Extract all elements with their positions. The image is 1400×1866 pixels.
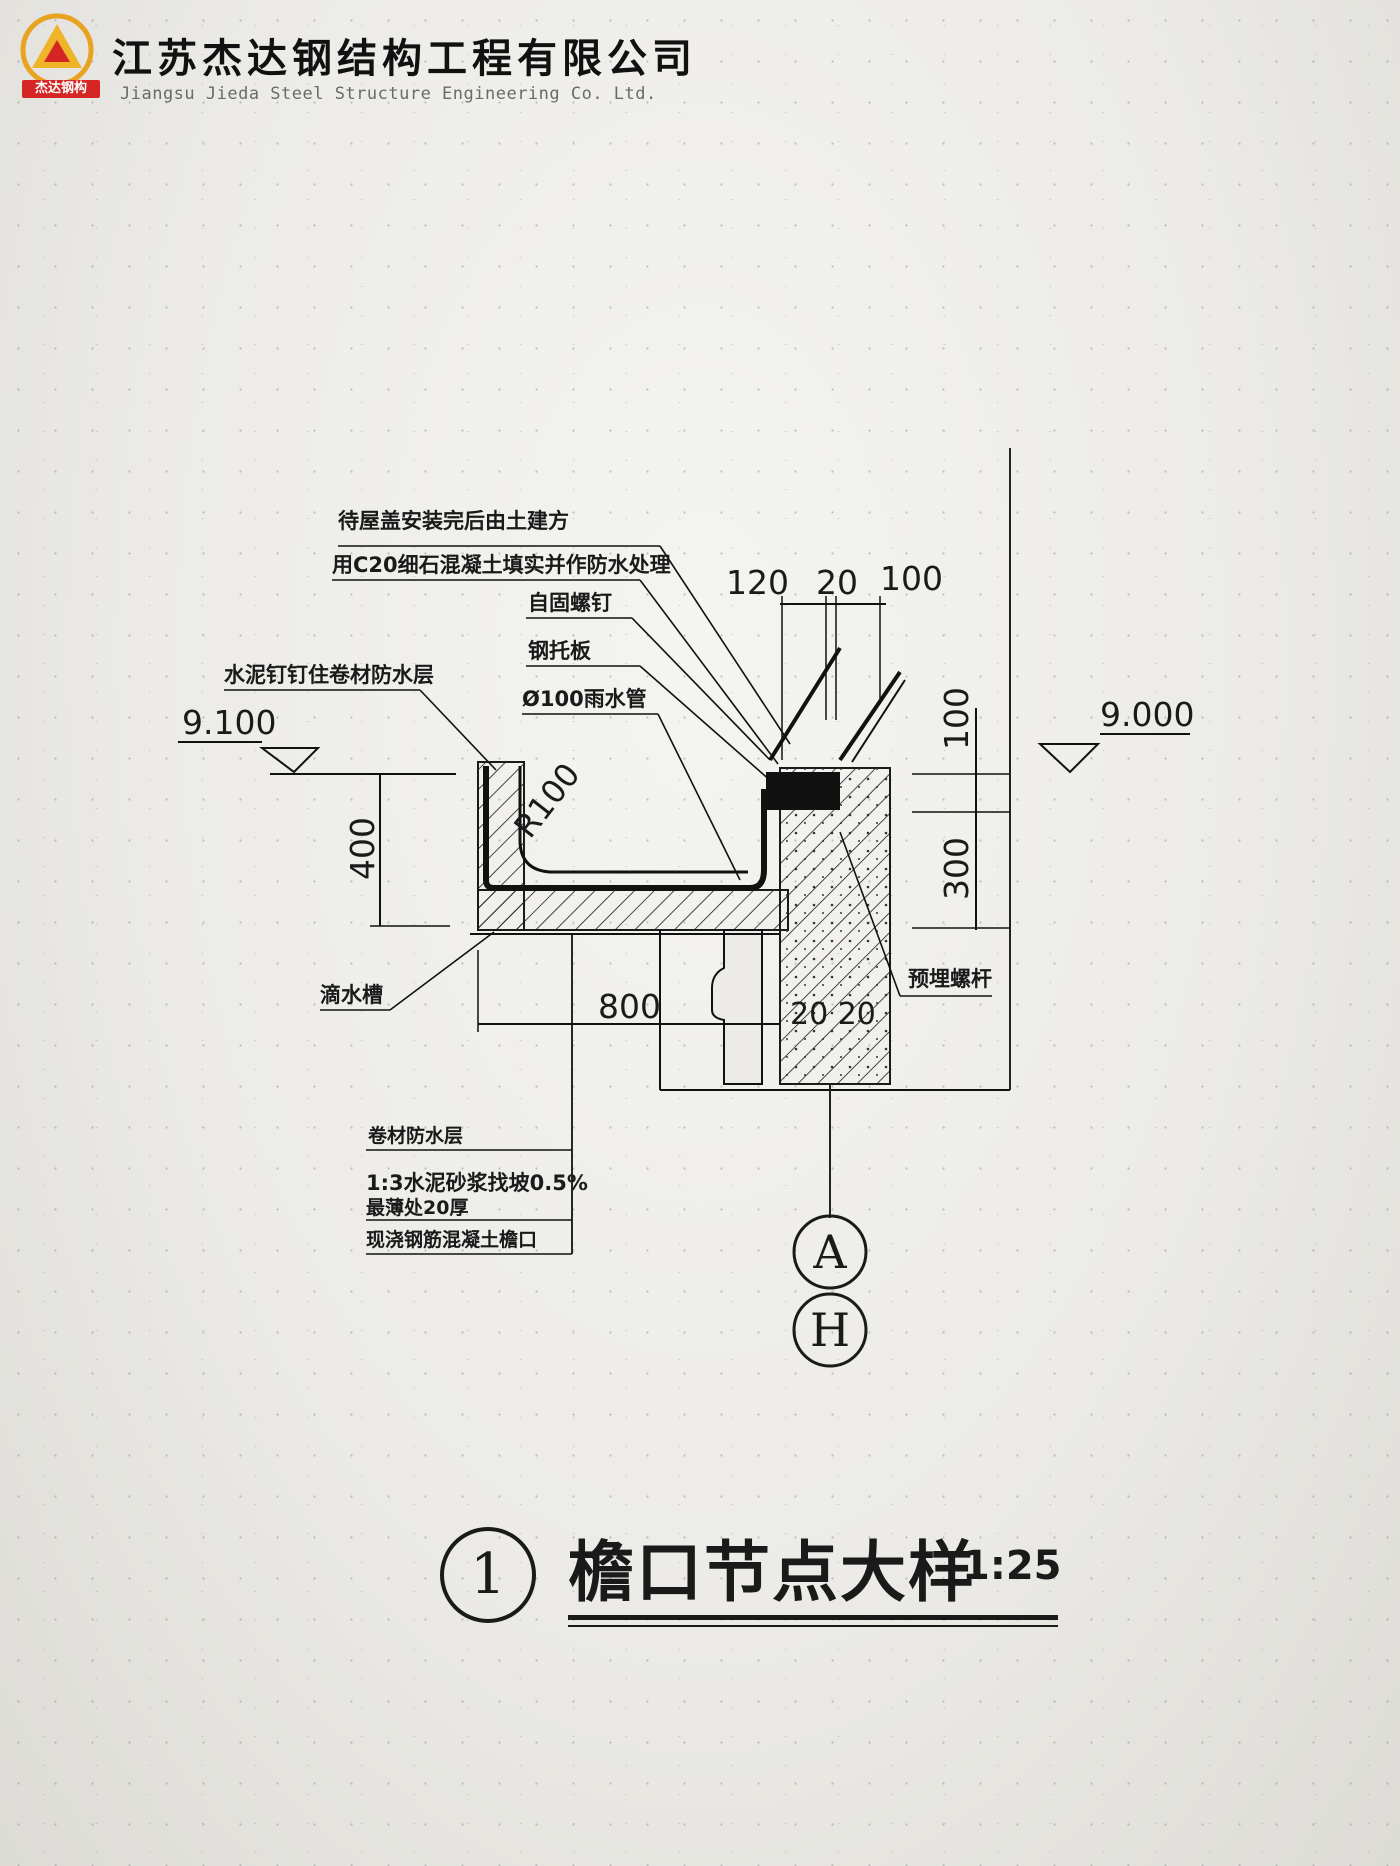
axis-bubble-a: A	[792, 1214, 868, 1290]
leader-anchor-bolt	[839, 831, 901, 997]
title-underline-thick	[568, 1615, 1058, 1620]
dimension-20-top: 20	[816, 563, 858, 602]
dimension-20-20: 20 20	[790, 997, 876, 1032]
note-fill-line1: 待屋盖安装完后由土建方	[338, 509, 569, 533]
dimension-100-top: 100	[880, 559, 943, 598]
dimension-100-side: 100	[912, 687, 1010, 930]
detail-title: 檐口节点大样	[568, 1534, 976, 1611]
label-steel-bracket: 钢托板	[528, 639, 592, 663]
label-layer-screed-line2: 最薄处20厚	[366, 1196, 468, 1219]
label-layer-concrete: 现浇钢筋混凝土檐口	[366, 1228, 537, 1251]
elevation-right: 9.000	[1037, 695, 1194, 774]
leader-note1	[332, 545, 791, 765]
svg-text:9.100: 9.100	[182, 703, 276, 742]
logo-caption: 杰达钢构	[22, 80, 100, 98]
label-downpipe: Ø100雨水管	[522, 687, 647, 711]
dimension-300: 300	[937, 837, 976, 900]
title-underline-thin	[568, 1625, 1058, 1627]
company-name-en: Jiangsu Jieda Steel Structure Engineerin…	[120, 84, 657, 104]
layer-callout	[366, 934, 573, 1255]
label-drip-groove: 滴水槽	[320, 983, 383, 1007]
svg-text:H: H	[810, 1303, 850, 1357]
label-waterproof-layer: 水泥钉钉住卷材防水层	[224, 663, 434, 687]
label-self-drilling-screw: 自固螺钉	[528, 591, 612, 615]
label-layer-membrane: 卷材防水层	[367, 1124, 463, 1147]
elevation-left: 9.100	[178, 703, 456, 775]
detail-number: 1	[440, 1527, 536, 1623]
svg-text:300: 300	[937, 837, 976, 900]
dimension-120: 120	[726, 563, 789, 602]
svg-text:9.000: 9.000	[1100, 695, 1194, 734]
svg-text:400: 400	[343, 817, 382, 880]
gutter-section	[470, 646, 1010, 1091]
company-name-cn: 江苏杰达钢结构工程有限公司	[112, 35, 697, 82]
svg-text:A: A	[812, 1225, 847, 1279]
company-header: 杰达钢构 江苏杰达钢结构工程有限公司 Jiangsu Jieda Steel S…	[12, 10, 732, 104]
note-fill-line2: 用C20细石混凝土填实并作防水处理	[332, 553, 671, 577]
dimension-800: 800	[477, 950, 780, 1032]
detail-title-block: 1 檐口节点大样 1:25	[440, 1515, 1062, 1645]
detail-scale: 1:25	[962, 1543, 1062, 1589]
dimension-400: 400	[343, 773, 450, 927]
svg-text:100: 100	[937, 687, 976, 750]
svg-text:800: 800	[598, 987, 661, 1026]
label-anchor-bolt: 预埋螺杆	[908, 967, 992, 991]
label-layer-screed-line1: 1:3水泥砂浆找坡0.5%	[366, 1171, 588, 1195]
axis-bubble-h: H	[792, 1292, 868, 1368]
